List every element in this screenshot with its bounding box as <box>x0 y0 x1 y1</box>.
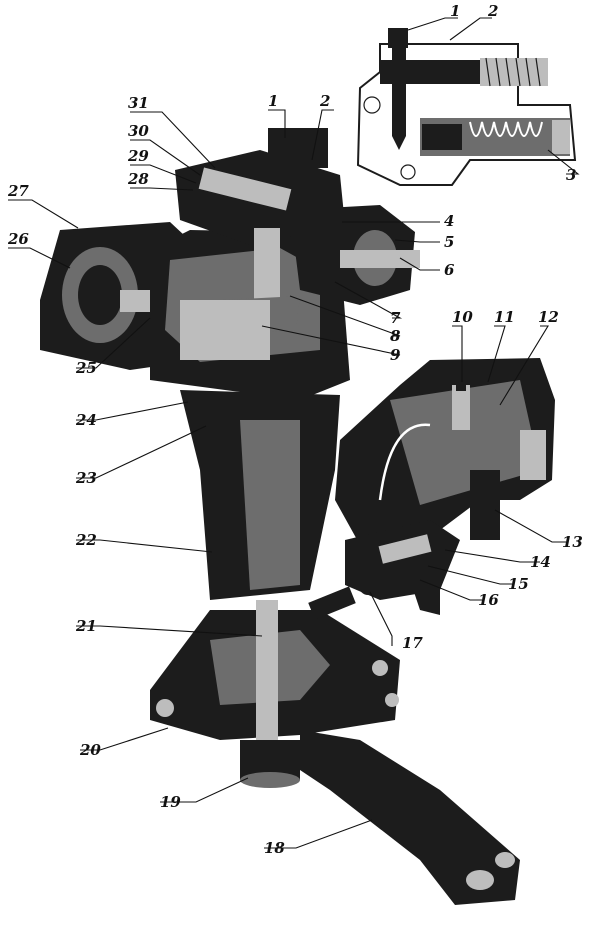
callout-16: 16 <box>478 591 499 609</box>
callout-2-inset: 2 <box>487 2 498 20</box>
callout-31: 31 <box>128 94 149 112</box>
callout-10: 10 <box>452 308 473 326</box>
callout-2: 2 <box>319 92 330 110</box>
leader-lines <box>8 17 580 849</box>
callout-5: 5 <box>444 233 454 251</box>
bypass-tube <box>378 423 431 501</box>
rack-nut-block <box>180 300 270 360</box>
callout-9: 9 <box>390 346 401 364</box>
callout-25: 25 <box>75 359 97 377</box>
callout-29: 29 <box>127 147 149 165</box>
callout-4: 4 <box>444 212 454 230</box>
callout-17: 17 <box>402 634 423 652</box>
worm-shaft-end <box>340 250 420 268</box>
callout-11: 11 <box>494 308 515 326</box>
callout-15: 15 <box>508 575 529 593</box>
pitman-arm <box>300 730 520 905</box>
hose-fitting <box>308 586 356 620</box>
callout-27: 27 <box>7 182 29 200</box>
callout-19: 19 <box>160 793 181 811</box>
sector-shaft <box>254 228 280 308</box>
inset-valve-detail <box>356 28 577 186</box>
nut-icon <box>240 740 300 780</box>
relief-screw <box>452 385 470 430</box>
valve-cap <box>268 128 328 168</box>
callout-26: 26 <box>7 230 29 248</box>
callout-6: 6 <box>444 261 455 279</box>
pump-lug <box>470 470 500 540</box>
inset-screw-plug-icon <box>388 28 408 48</box>
output-shaft <box>256 600 278 750</box>
callout-8: 8 <box>390 327 401 345</box>
callout-28: 28 <box>127 170 149 188</box>
callout-21: 21 <box>75 617 97 635</box>
callout-1-inset: 1 <box>450 2 460 20</box>
callout-30: 30 <box>128 122 149 140</box>
pump-cover-ribs <box>520 430 546 480</box>
callout-1: 1 <box>268 92 278 110</box>
callout-18: 18 <box>264 839 285 857</box>
callout-7: 7 <box>390 309 401 327</box>
callout-3: 3 <box>566 166 576 184</box>
steering-gear-assembly <box>40 128 520 905</box>
callout-13: 13 <box>562 533 583 551</box>
callout-23: 23 <box>75 469 97 487</box>
callout-24: 24 <box>75 411 97 429</box>
callout-12: 12 <box>538 308 559 326</box>
callout-20: 20 <box>79 741 101 759</box>
callout-22: 22 <box>75 531 97 549</box>
callout-labels: 1 2 3 1 2 31 30 29 28 27 26 4 5 6 7 8 9 … <box>7 2 583 857</box>
callout-14: 14 <box>530 553 551 571</box>
